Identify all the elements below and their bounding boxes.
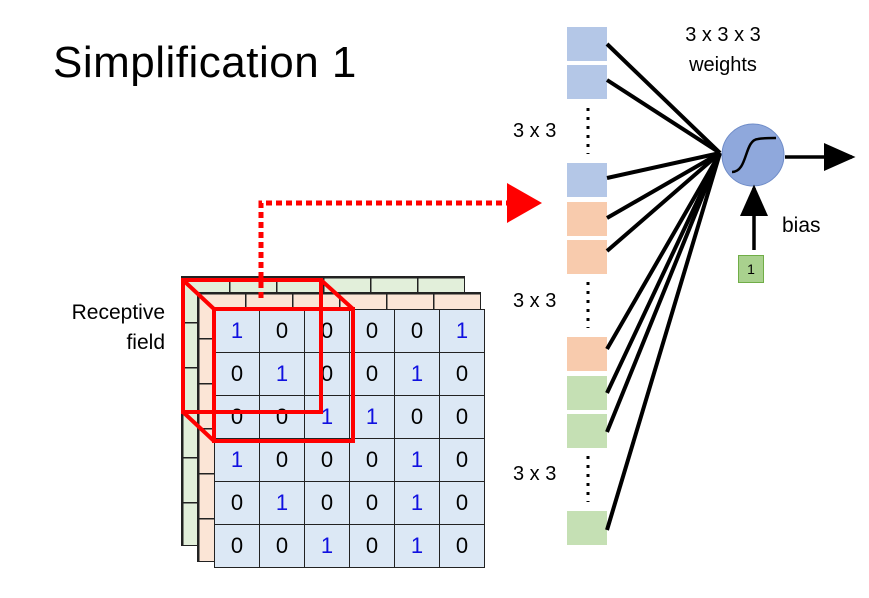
- channel1-input-square: [567, 65, 607, 99]
- grid-cell: 0: [439, 352, 485, 396]
- receptive-field-mapping-arrow: [258, 183, 542, 298]
- channel1-input-square: [567, 27, 607, 61]
- channel2-dim-label: 3 x 3: [513, 290, 557, 312]
- grid-cell: 0: [394, 395, 440, 439]
- grid-cell: 1: [394, 481, 440, 525]
- grid-cell: 0: [349, 524, 395, 568]
- grid-cell: 1: [394, 352, 440, 396]
- grid-cell: 0: [214, 481, 260, 525]
- slide-title: Simplification 1: [53, 38, 357, 87]
- channel3-input-square: [567, 414, 607, 448]
- grid-cell: 1: [439, 309, 485, 353]
- weights-label-line-1: 3 x 3 x 3: [685, 24, 761, 46]
- bias-label: bias: [782, 214, 821, 237]
- channel2-input-square: [567, 337, 607, 371]
- grid-cell: 0: [259, 395, 305, 439]
- channel1-input-square: [567, 163, 607, 197]
- grid-cell: 1: [394, 438, 440, 482]
- grid-cell: 1: [304, 524, 350, 568]
- grid-cell: 1: [259, 481, 305, 525]
- grid-cell: 0: [349, 309, 395, 353]
- grid-cell: 0: [304, 352, 350, 396]
- grid-cell: 0: [439, 438, 485, 482]
- receptive-field-label: Receptive field: [20, 298, 165, 358]
- channel3-input-square: [567, 376, 607, 410]
- grid-cell: 0: [304, 309, 350, 353]
- grid-cell: 1: [304, 395, 350, 439]
- grid-cell: 0: [349, 481, 395, 525]
- grid-cell: 0: [349, 352, 395, 396]
- grid-cell: 0: [439, 481, 485, 525]
- channel2-input-square: [567, 202, 607, 236]
- sigmoid-icon: [731, 136, 777, 174]
- grid-cell: 0: [394, 309, 440, 353]
- bias-input-box: 1: [738, 255, 764, 283]
- channel1-dim-label: 3 x 3: [513, 120, 557, 142]
- receptive-field-line-2: field: [126, 331, 165, 354]
- grid-cell: 0: [214, 524, 260, 568]
- grid-cell: 0: [304, 481, 350, 525]
- grid-cell: 0: [259, 309, 305, 353]
- grid-cell: 0: [214, 352, 260, 396]
- channel2-input-square: [567, 240, 607, 274]
- weight-connections: [605, 42, 722, 531]
- grid-cell: 1: [349, 395, 395, 439]
- weights-label: 3 x 3 x 3 weights: [668, 20, 778, 80]
- grid-cell: 0: [259, 524, 305, 568]
- receptive-field-highlight: [181, 278, 355, 443]
- weights-label-line-2: weights: [689, 54, 757, 76]
- channel3-input-square: [567, 511, 607, 545]
- receptive-field-line-1: Receptive: [71, 301, 165, 324]
- channel3-dim-label: 3 x 3: [513, 463, 557, 485]
- grid-cell: 0: [439, 524, 485, 568]
- neuron-node: [721, 123, 785, 187]
